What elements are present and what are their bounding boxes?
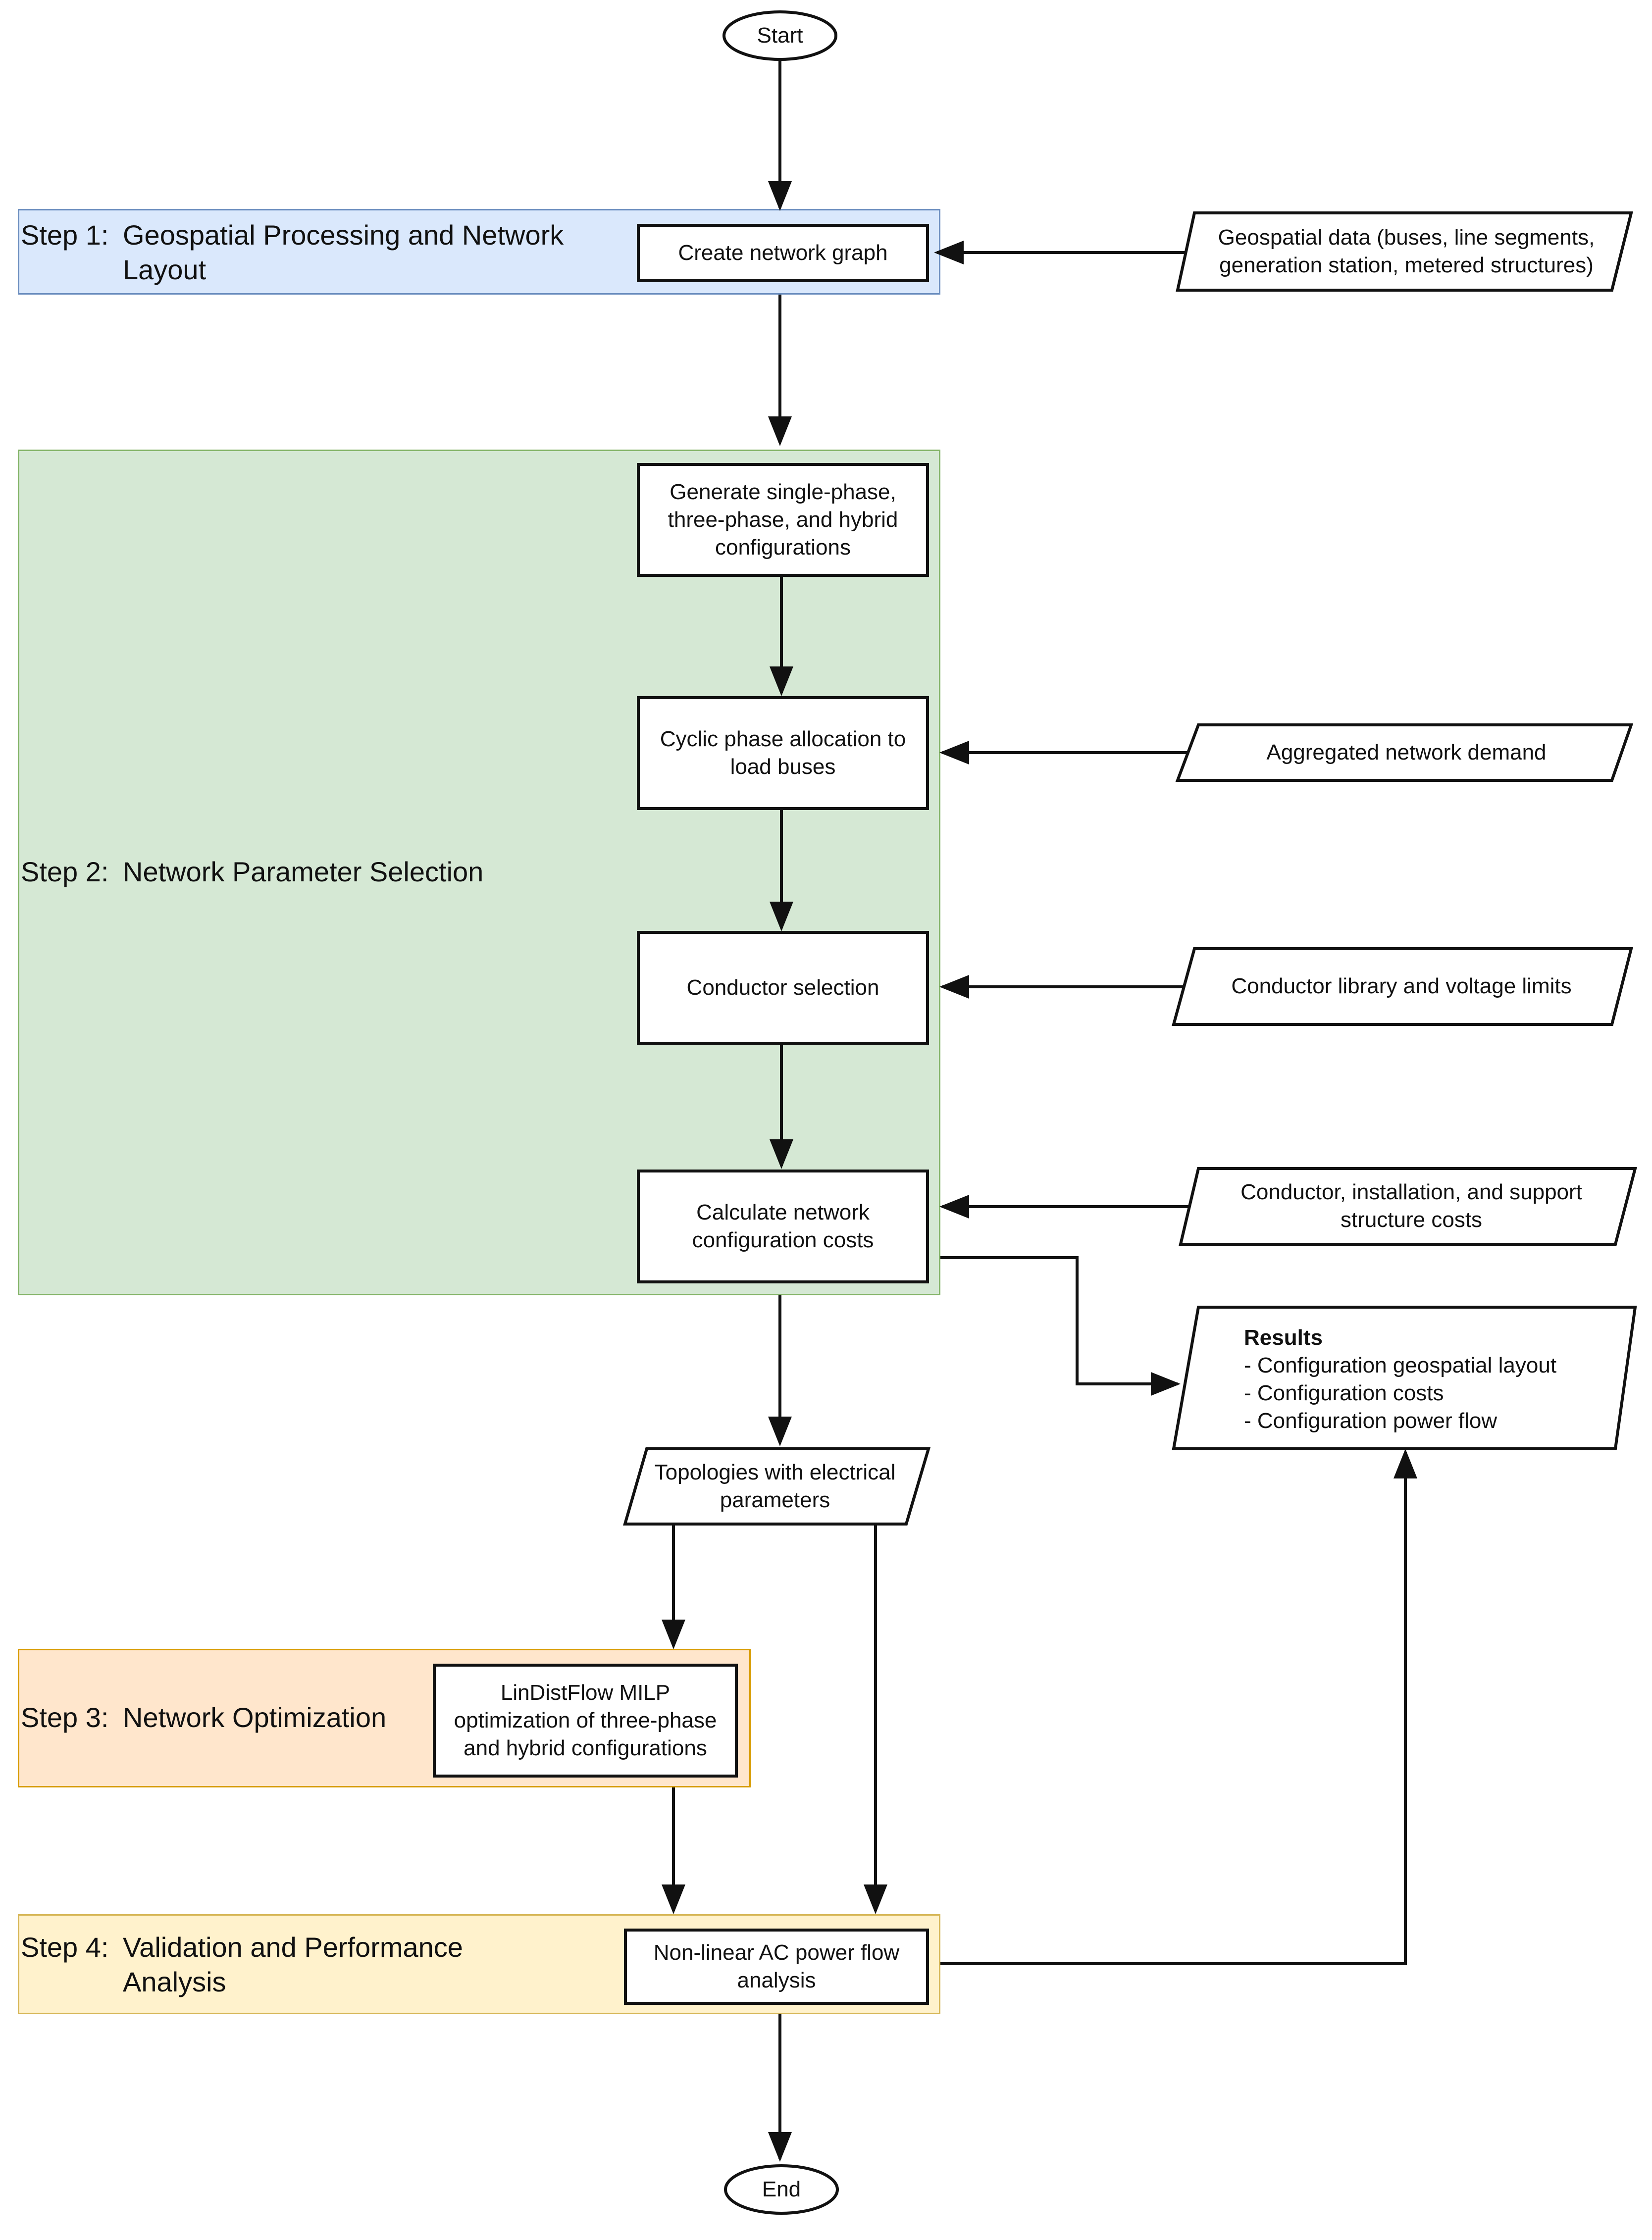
step2-label: Step 2: Network Parameter Selection [21, 855, 620, 889]
step2-number: Step 2: [21, 856, 109, 887]
topologies-output: Topologies with electrical parameters [654, 1460, 896, 1512]
step3-name: Network Optimization [123, 1702, 387, 1733]
step3-number: Step 3: [21, 1702, 109, 1733]
arrow-costs-to-results [940, 1256, 1181, 1396]
results-block: Results - Configuration geospatial layou… [1244, 1324, 1610, 1435]
calculate-costs-box: Calculate network configuration costs [637, 1170, 929, 1283]
step4-number: Step 4: [21, 1932, 109, 1963]
topologies-shape [623, 1447, 931, 1526]
step1-label: Step 1: Geospatial Processing and Networ… [21, 218, 620, 287]
results-item: - Configuration costs [1244, 1381, 1444, 1405]
step3-label: Step 3: Network Optimization [21, 1700, 437, 1735]
arrow-acflow-to-results [940, 1449, 1417, 1965]
step2-name: Network Parameter Selection [123, 856, 484, 887]
geospatial-data-input: Geospatial data (buses, line segments, g… [1218, 225, 1595, 277]
results-shape [1172, 1306, 1637, 1450]
start-label: Start [757, 23, 803, 48]
geospatial-input-shape [1176, 211, 1633, 292]
ac-power-flow-box: Non-linear AC power flow analysis [624, 1929, 929, 2005]
step1-number: Step 1: [21, 219, 109, 251]
create-network-graph-box: Create network graph [637, 224, 929, 282]
results-item: - Configuration geospatial layout [1244, 1353, 1557, 1377]
step1-name: Geospatial Processing and Network Layout [123, 219, 564, 285]
start-terminal [723, 10, 837, 61]
results-item: - Configuration power flow [1244, 1409, 1497, 1433]
library-input-shape [1172, 947, 1633, 1026]
conductor-selection-box: Conductor selection [637, 931, 929, 1045]
end-terminal [724, 2164, 839, 2215]
generate-configurations-box: Generate single-phase, three-phase, and … [637, 463, 929, 577]
aggregated-demand-input: Aggregated network demand [1266, 740, 1547, 764]
costdata-input-shape [1179, 1167, 1637, 1246]
results-title: Results [1244, 1325, 1323, 1350]
milp-optimization-box: LinDistFlow MILP optimization of three-p… [433, 1664, 738, 1778]
end-label: End [762, 2177, 801, 2201]
phase-allocation-box: Cyclic phase allocation to load buses [637, 696, 929, 810]
conductor-library-input: Conductor library and voltage limits [1231, 974, 1572, 998]
demand-input-shape [1175, 723, 1634, 782]
cost-data-input: Conductor, installation, and support str… [1240, 1180, 1582, 1232]
step4-name: Validation and Performance Analysis [123, 1932, 463, 1997]
step4-label: Step 4: Validation and Performance Analy… [21, 1930, 516, 1999]
